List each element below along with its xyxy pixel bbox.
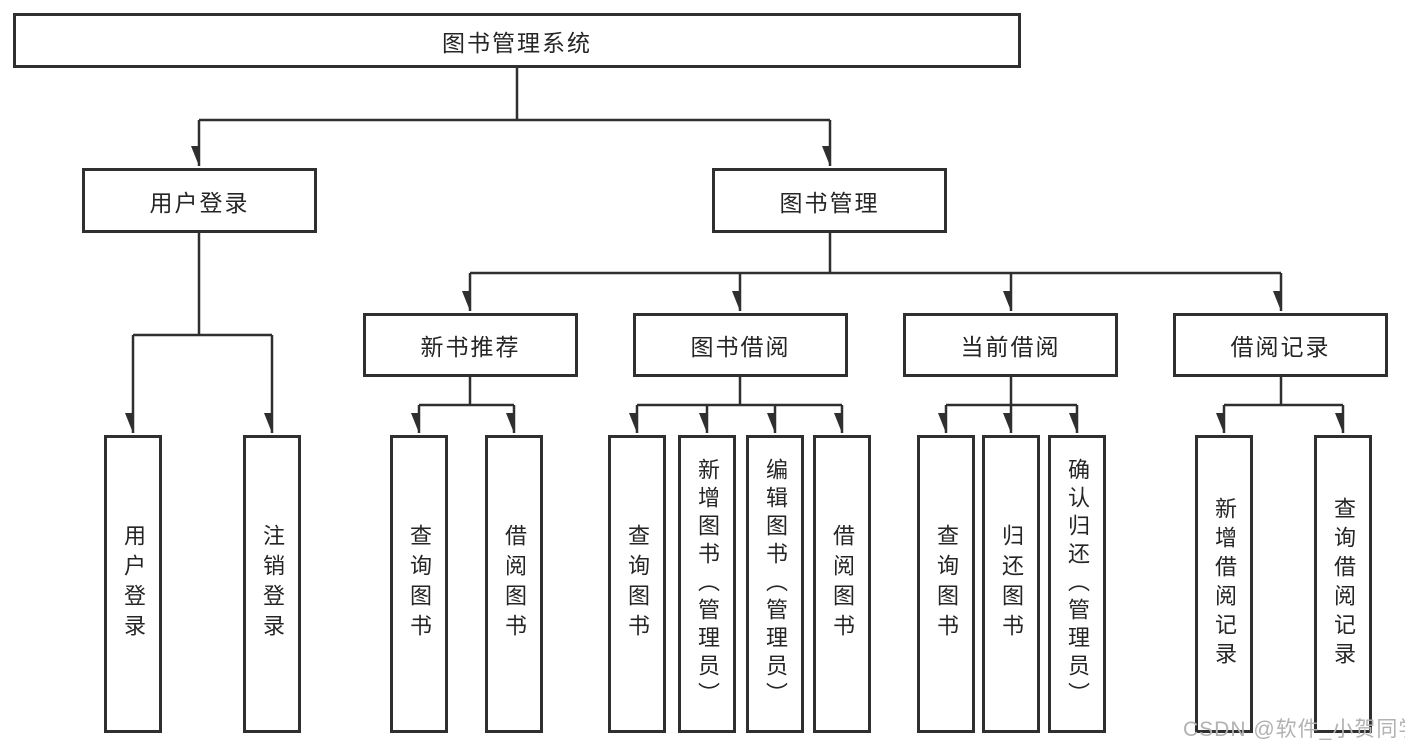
leaf-borrow-query-book: 查询图书 [608, 435, 666, 733]
csdn-watermark: CSDN @软件_小贺同学 [1183, 718, 1405, 741]
leaf-rec-borrow-book: 借阅图书 [485, 435, 543, 733]
connector-borrow-leaves [637, 377, 842, 407]
node-current-borrowing: 当前借阅 [903, 313, 1118, 377]
leaf-records-query-record: 查询借阅记录 [1314, 435, 1372, 733]
leaf-logout: 注销登录 [243, 435, 301, 733]
node-new-book-recommend: 新书推荐 [363, 313, 578, 377]
connector-login-leaves [133, 233, 272, 337]
leaf-current-confirm-return-admin: 确认归还（管理员） [1048, 435, 1106, 733]
leaf-borrow-borrow-book: 借阅图书 [813, 435, 871, 733]
leaf-borrow-edit-book-admin: 编辑图书（管理员） [746, 435, 804, 733]
node-user-login: 用户登录 [82, 168, 317, 233]
leaf-current-return-book: 归还图书 [982, 435, 1040, 733]
node-book-borrowing: 图书借阅 [633, 313, 848, 377]
connector-rec-leaves [419, 377, 514, 407]
connector-root-level2 [199, 68, 830, 122]
connector-mgmt-level3 [470, 233, 1281, 275]
leaf-user-login: 用户登录 [104, 435, 162, 733]
connector-records-leaves [1224, 377, 1343, 407]
leaf-rec-query-book: 查询图书 [390, 435, 448, 733]
leaf-records-add-record: 新增借阅记录 [1195, 435, 1253, 733]
connector-current-leaves [946, 377, 1077, 407]
leaf-current-query-book: 查询图书 [917, 435, 975, 733]
node-library-management-system: 图书管理系统 [13, 13, 1021, 68]
node-borrow-records: 借阅记录 [1173, 313, 1388, 377]
node-book-management: 图书管理 [712, 168, 947, 233]
leaf-borrow-add-book-admin: 新增图书（管理员） [678, 435, 736, 733]
